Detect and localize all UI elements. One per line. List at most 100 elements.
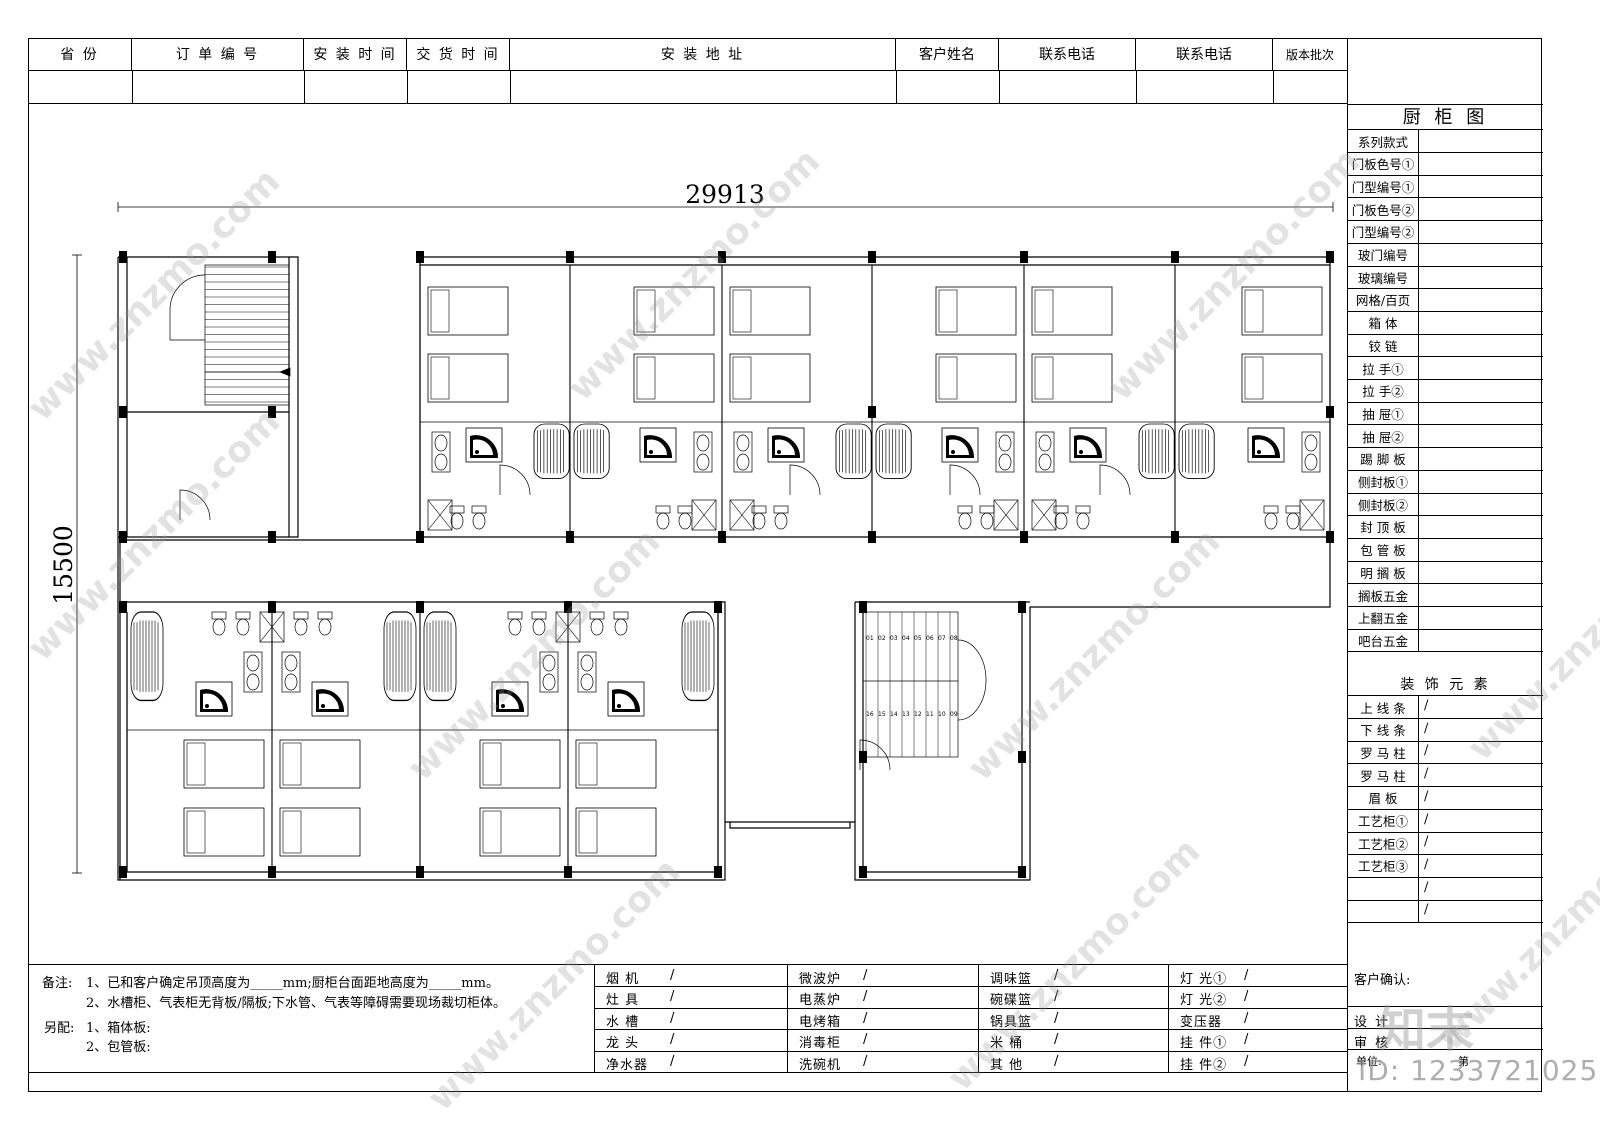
balcony-symbol [681,611,715,702]
extra-line-2: 2、包管板: [86,1040,151,1055]
appliance-value: / [670,1053,675,1069]
bed-symbol [633,353,715,403]
appliance-value: / [670,1032,675,1048]
stair-step-number: 03 [890,635,898,642]
header-table: 省 份 订 单 编 号 安 装 时 间 交 货 时 间 安 装 地 址 客户姓名… [28,38,1348,104]
appliance-value: / [863,1053,868,1069]
appliance-label: 电烤箱 [799,1014,842,1030]
bed-symbol [1241,353,1323,403]
col-symbol [868,406,876,418]
appliance-value: / [1244,989,1249,1005]
bed-symbol [183,739,265,789]
xbox-symbol [1031,499,1057,531]
wc-symbol [317,611,333,636]
wc-symbol [1285,505,1301,530]
spec-row: 网格/百页 [1348,288,1543,312]
header-phone-1: 联系电话 [999,38,1136,70]
spec-row-label: 拉 手① [1348,357,1419,379]
col-symbol [268,406,276,418]
deco-row: / [1348,877,1543,901]
deco-row-label: 罗 马 柱 [1348,741,1419,764]
appliance-label: 挂 件① [1180,1036,1228,1052]
notes-area: 备注: 1、已和客户确定吊顶高度为_____mm;厨柜台面距地高度为_____m… [28,964,1348,1092]
appliance-value: / [863,968,868,983]
col-symbol [566,531,574,543]
stair-step-number: 05 [914,635,922,642]
balcony-symbol [1178,423,1215,480]
appliance-value: / [1054,1053,1059,1069]
spec-row: 玻璃编号 [1348,266,1543,290]
spec-row-label: 玻璃编号 [1348,266,1419,289]
deco-row: 工艺柜②/ [1348,832,1543,856]
deco-row-label: 工艺柜① [1348,809,1419,832]
col-symbol [416,866,424,878]
appliance-value: / [670,989,675,1005]
deco-row: 上 线 条/ [1348,696,1543,719]
height-dim-label: 15500 [49,525,78,605]
spec-row-label: 明 搁 板 [1348,561,1419,584]
appliance-grid: 烟 机/灶 具/水 槽/龙 头/净水器/微波炉/电蒸炉/电烤箱/消毒柜/洗碗机/… [594,965,1348,1073]
col-symbol [119,866,127,878]
spec-row: 铰 链 [1348,334,1543,358]
col-symbol [119,406,127,418]
spec-row-label: 门板色号② [1348,198,1419,221]
col-symbol [714,866,722,878]
col-symbol [119,601,127,613]
bed-symbol [633,286,715,336]
col-symbol [1018,866,1026,878]
col-symbol [1020,531,1028,543]
col-symbol [416,601,424,613]
appliance-label: 灯 光② [1180,993,1228,1009]
stair-step-number: 11 [926,711,934,718]
appliance-label: 净水器 [606,1057,649,1073]
appliance-value: / [1054,989,1059,1005]
bed-symbol [279,807,361,857]
header-customer-name: 客户姓名 [896,38,999,70]
wc-symbol [293,611,309,636]
appliance-label: 碗碟篮 [990,993,1033,1009]
brand-logo: 知末 [1378,1002,1475,1058]
spec-row-label: 箱 体 [1348,311,1419,334]
remark-line-2: 2、水槽柜、气表柜无背板/隔板;下水管、气表等障碍需要现场裁切柜体。 [86,996,507,1011]
appliance-value: / [863,989,868,1005]
wc-symbol [1263,505,1279,530]
shower-symbol [639,427,677,463]
image-id: ID: 1233721025 [1358,1054,1599,1087]
sink-symbol [1301,431,1321,473]
spec-row: 吧台五金 [1348,629,1543,653]
header-delivery-time: 交 货 时 间 [407,38,510,70]
col-symbol [119,251,127,263]
spec-row-label: 玻门编号 [1348,243,1419,266]
col-symbol [564,601,572,613]
deco-row-value: / [1424,879,1429,895]
col-symbol [868,251,876,263]
xbox-symbol [993,499,1019,531]
deco-row-label: 罗 马 柱 [1348,764,1419,787]
col-symbol [859,601,867,613]
col-symbol [268,601,276,613]
stair-step-number: 04 [902,635,910,642]
balcony-symbol [423,611,457,702]
wc-symbol [957,505,973,530]
spec-row: 上翻五金 [1348,606,1543,630]
header-address: 安 装 地 址 [510,38,896,70]
wc-symbol [655,505,671,530]
col-symbol [718,531,726,543]
shower-symbol [1247,427,1285,463]
deco-row-value: / [1424,856,1429,872]
col-symbol [268,866,276,878]
appliance-label: 米 桶 [990,1036,1024,1052]
deco-row-value: / [1424,834,1429,850]
extra-line-1: 1、箱体板: [86,1021,151,1036]
deco-row-label: 工艺柜③ [1348,854,1419,877]
spec-row: 封 顶 板 [1348,515,1543,539]
appliance-value: / [863,1032,868,1048]
remark-line-1: 1、已和客户确定吊顶高度为_____mm;厨柜台面距地高度为_____mm。 [86,976,499,991]
spec-row: 拉 手② [1348,379,1543,403]
width-dim-label: 29913 [685,180,765,209]
spec-row: 明 搁 板 [1348,561,1543,585]
spec-row: 包 管 板 [1348,538,1543,562]
bed-symbol [729,353,811,403]
stair-step-number: 01 [866,635,874,642]
deco-row-value: / [1424,698,1429,713]
